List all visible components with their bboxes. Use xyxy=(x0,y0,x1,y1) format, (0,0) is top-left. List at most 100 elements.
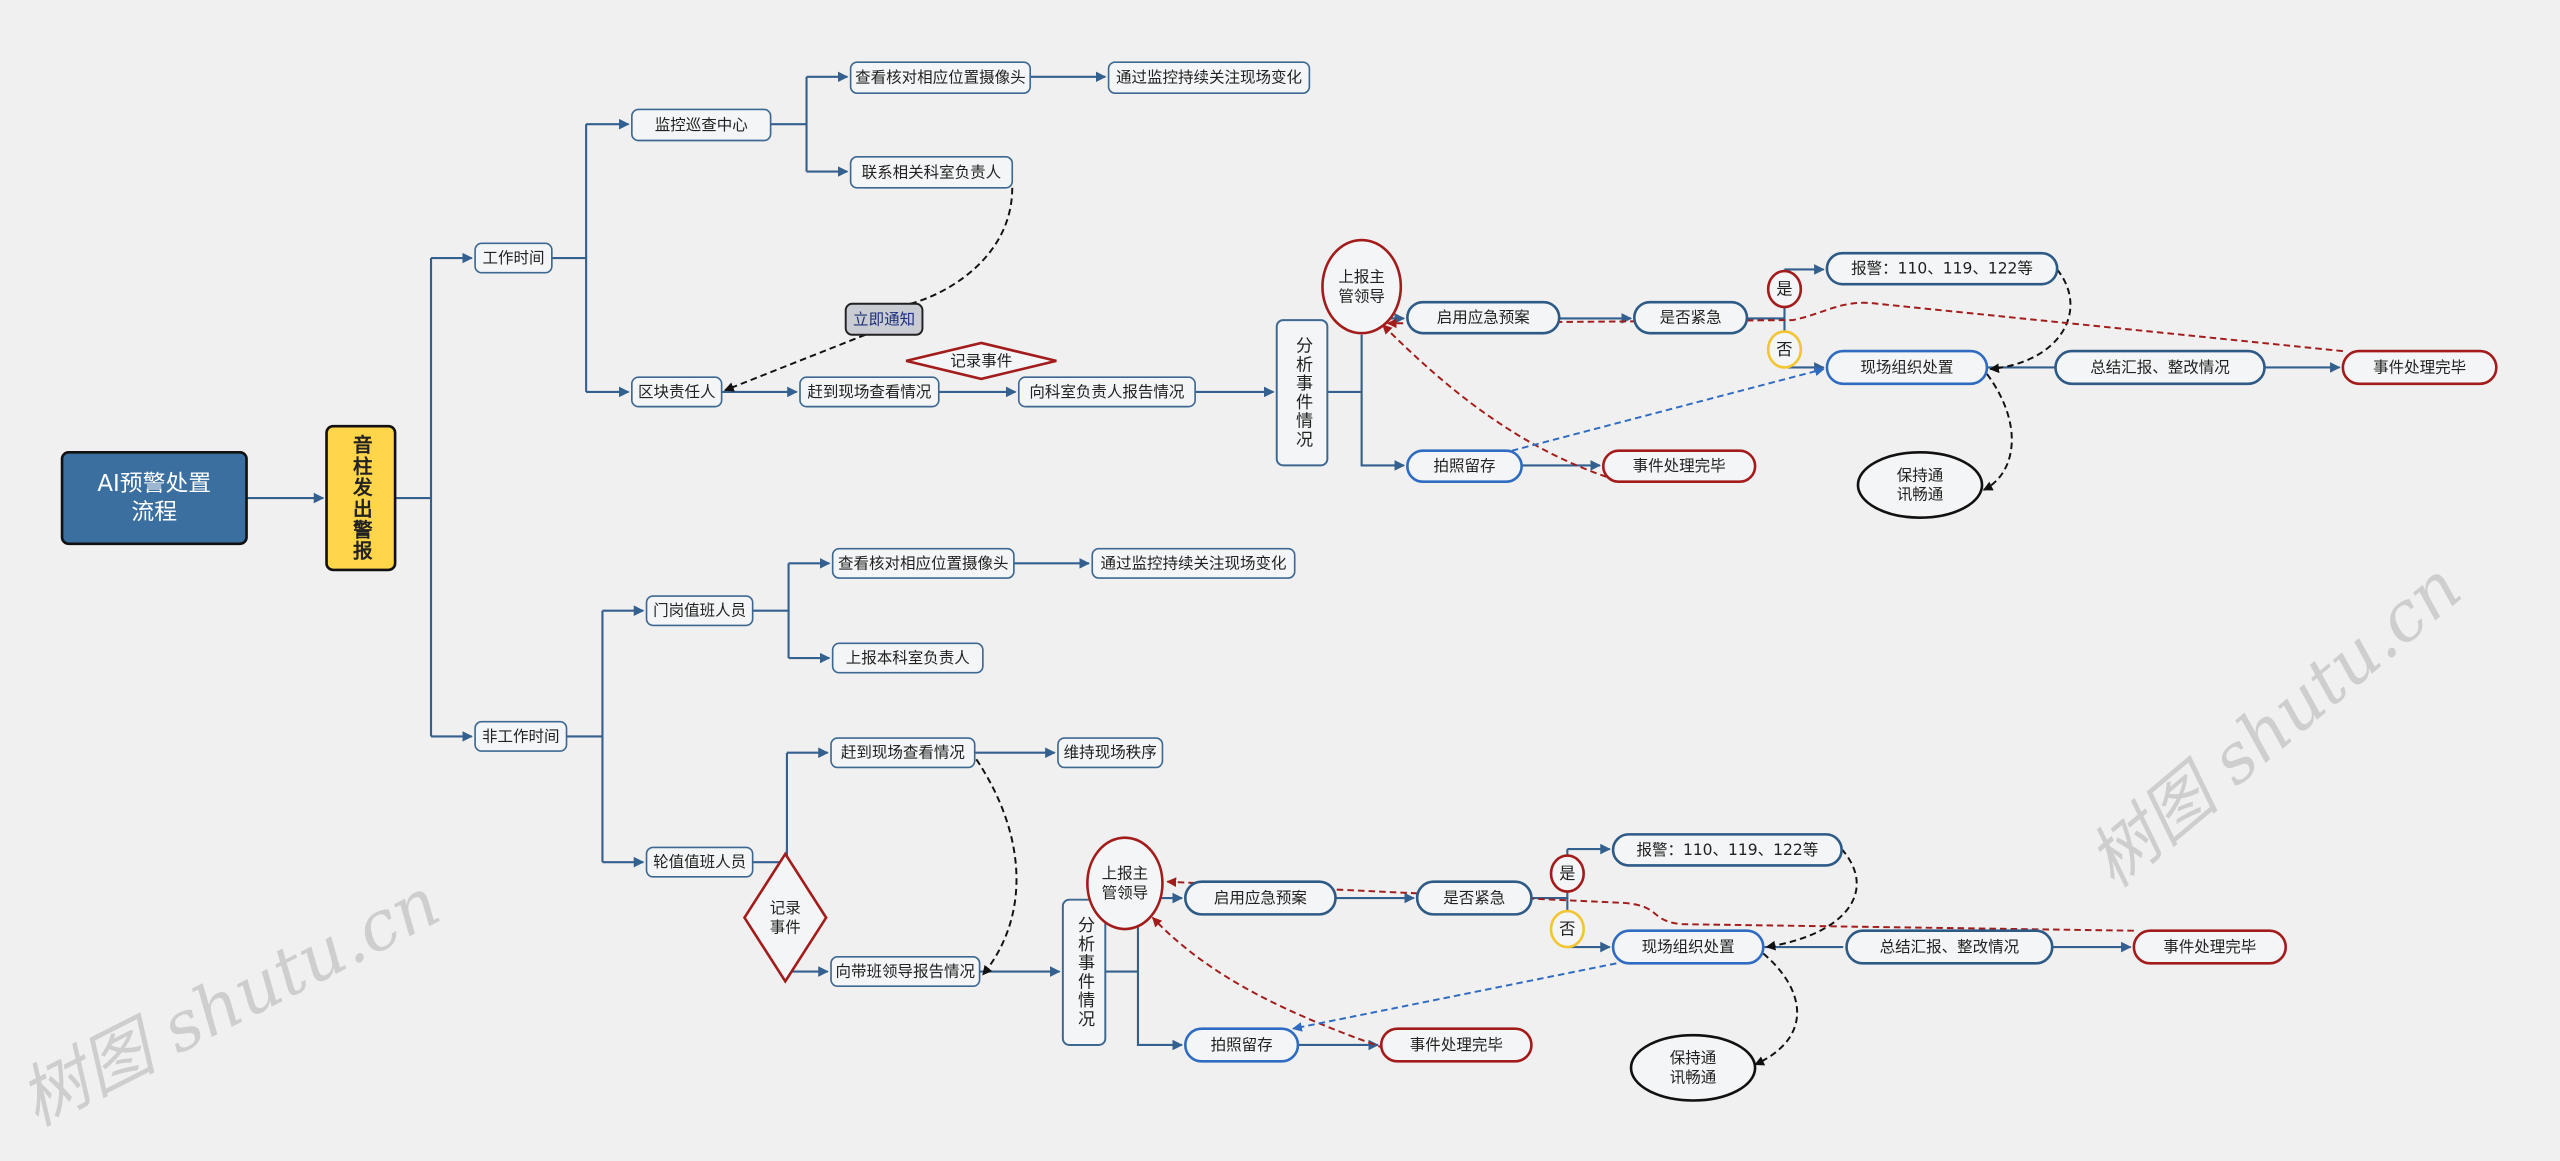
work-analyze-label: 分析事件情况 xyxy=(1292,336,1313,449)
gate-staff[interactable]: 门岗值班人员 xyxy=(645,595,754,627)
off-yes-shape xyxy=(1549,854,1585,893)
off-photo-event-done[interactable]: 事件处理完毕 xyxy=(1379,1027,1533,1063)
alert-node[interactable]: 音柱发出警报 xyxy=(325,424,397,572)
off-analyze-shape xyxy=(1061,898,1107,1046)
work-photo-archive[interactable]: 拍照留存 xyxy=(1406,449,1523,484)
check-camera-label: 查看核对相应位置摄像头 xyxy=(855,68,1026,87)
off-go-scene[interactable]: 赶到现场查看情况 xyxy=(830,737,976,769)
work-yes-shape xyxy=(1766,269,1803,309)
work-no[interactable]: 否 xyxy=(1766,330,1803,369)
off-emergency-plan-shape xyxy=(1184,880,1337,916)
off-summary-report[interactable]: 总结汇报、整改情况 xyxy=(1845,929,2054,965)
gate-staff-label: 门岗值班人员 xyxy=(653,602,746,620)
report-dept-head[interactable]: 上报本科室负责人 xyxy=(831,642,984,674)
dashed-connector xyxy=(1989,268,2072,374)
work-photo-event-done[interactable]: 事件处理完毕 xyxy=(1601,449,1757,484)
work-summary-report-label: 总结汇报、整改情况 xyxy=(2090,358,2230,376)
keep-order[interactable]: 维持现场秩序 xyxy=(1057,737,1164,769)
go-scene-label: 赶到现场查看情况 xyxy=(807,383,931,401)
work-no-label: 否 xyxy=(1776,340,1792,359)
report-head-shape xyxy=(1017,376,1196,408)
dashed-connector xyxy=(1511,366,1825,452)
monitor-center[interactable]: 监控巡查中心 xyxy=(631,108,772,142)
check-camera[interactable]: 查看核对相应位置摄像头 xyxy=(849,61,1032,94)
work-emergency-plan[interactable]: 启用应急预案 xyxy=(1406,300,1561,335)
off-is-urgent[interactable]: 是否紧急 xyxy=(1415,880,1533,916)
work-yes[interactable]: 是 xyxy=(1766,269,1803,309)
contact-head[interactable]: 联系相关科室负责人 xyxy=(849,156,1014,189)
watch-changes[interactable]: 通过监控持续关注现场变化 xyxy=(1107,61,1311,94)
dashed-connector xyxy=(1292,962,1617,1032)
work-onsite-handling[interactable]: 现场组织处置 xyxy=(1825,349,1989,386)
off-onsite-handling-shape xyxy=(1611,929,1765,965)
off-event-done[interactable]: 事件处理完毕 xyxy=(2132,929,2288,965)
notify-now-label: 立即通知 xyxy=(853,310,915,328)
duty-staff[interactable]: 轮值值班人员 xyxy=(645,846,754,878)
alert-node-shape xyxy=(325,424,397,572)
contact-head-shape xyxy=(849,156,1014,189)
off-photo-archive[interactable]: 拍照留存 xyxy=(1184,1027,1300,1063)
off-keep-communication-shape xyxy=(1629,1033,1757,1102)
block-owner-shape xyxy=(631,376,723,408)
work-is-urgent[interactable]: 是否紧急 xyxy=(1632,300,1749,335)
work-summary-report[interactable]: 总结汇报、整改情况 xyxy=(2054,349,2266,386)
report-dept-head-label: 上报本科室负责人 xyxy=(846,649,970,667)
off-event-done-shape xyxy=(2132,929,2288,965)
off-emergency-plan[interactable]: 启用应急预案 xyxy=(1184,880,1337,916)
work-event-done-label: 事件处理完毕 xyxy=(2373,358,2466,376)
work-keep-communication-label: 讯畅通 xyxy=(1897,486,1944,504)
work-hours-shape xyxy=(474,242,553,274)
off-no-shape xyxy=(1549,909,1585,949)
notify-now[interactable]: 立即通知 xyxy=(844,302,924,336)
off-photo-archive-shape xyxy=(1184,1027,1300,1063)
off-yes-label: 是 xyxy=(1559,864,1575,883)
off-record-event[interactable]: 记录事件 xyxy=(742,851,828,984)
off-report-leader-shape xyxy=(1086,836,1164,931)
off-yes[interactable]: 是 xyxy=(1549,854,1585,893)
off-photo-archive-label: 拍照留存 xyxy=(1211,1036,1273,1054)
off-no-label: 否 xyxy=(1559,920,1575,939)
off-analyze-label: 分析事件情况 xyxy=(1074,916,1095,1029)
dashed-connector xyxy=(1982,373,2013,491)
off-record-event-label: 事件 xyxy=(770,918,801,936)
off-analyze[interactable]: 分析事件情况 xyxy=(1061,898,1107,1046)
alert-node-label: 音柱发出警报 xyxy=(349,434,373,562)
record-event[interactable]: 记录事件 xyxy=(905,341,1057,381)
block-owner[interactable]: 区块责任人 xyxy=(631,376,723,408)
off-hours[interactable]: 非工作时间 xyxy=(474,720,568,752)
off-check-camera[interactable]: 查看核对相应位置摄像头 xyxy=(831,547,1015,579)
work-call-police-label: 报警：110、119、122等 xyxy=(1851,260,2033,278)
off-call-police-label: 报警：110、119、122等 xyxy=(1636,841,1818,859)
work-is-urgent-label: 是否紧急 xyxy=(1660,309,1722,327)
work-report-leader-label: 管领导 xyxy=(1338,287,1385,305)
off-check-camera-label: 查看核对相应位置摄像头 xyxy=(838,553,1009,572)
check-camera-shape xyxy=(849,61,1032,94)
work-event-done[interactable]: 事件处理完毕 xyxy=(2341,349,2498,386)
off-watch-changes-shape xyxy=(1091,547,1296,579)
work-hours[interactable]: 工作时间 xyxy=(474,242,553,274)
nodes: AI预警处置流程音柱发出警报工作时间监控巡查中心查看核对相应位置摄像头通过监控持… xyxy=(60,61,2498,1102)
work-call-police[interactable]: 报警：110、119、122等 xyxy=(1825,251,2059,286)
go-scene[interactable]: 赶到现场查看情况 xyxy=(799,376,940,408)
root-node-label: 流程 xyxy=(131,499,177,525)
work-photo-archive-shape xyxy=(1406,449,1523,484)
work-emergency-plan-label: 启用应急预案 xyxy=(1437,308,1531,327)
duty-staff-label: 轮值值班人员 xyxy=(653,853,746,871)
work-analyze[interactable]: 分析事件情况 xyxy=(1275,319,1329,467)
off-watch-changes[interactable]: 通过监控持续关注现场变化 xyxy=(1091,547,1296,579)
report-head[interactable]: 向科室负责人报告情况 xyxy=(1017,376,1196,408)
connector-line xyxy=(1136,914,1184,1051)
off-call-police[interactable]: 报警：110、119、122等 xyxy=(1611,833,1843,867)
off-onsite-handling[interactable]: 现场组织处置 xyxy=(1611,929,1765,965)
work-yes-label: 是 xyxy=(1776,280,1792,299)
off-emergency-plan-label: 启用应急预案 xyxy=(1214,888,1308,907)
off-report-leader-label: 管领导 xyxy=(1102,884,1149,902)
block-owner-label: 区块责任人 xyxy=(638,383,716,401)
off-no[interactable]: 否 xyxy=(1549,909,1585,949)
report-shift-leader[interactable]: 向带班领导报告情况 xyxy=(830,956,981,988)
